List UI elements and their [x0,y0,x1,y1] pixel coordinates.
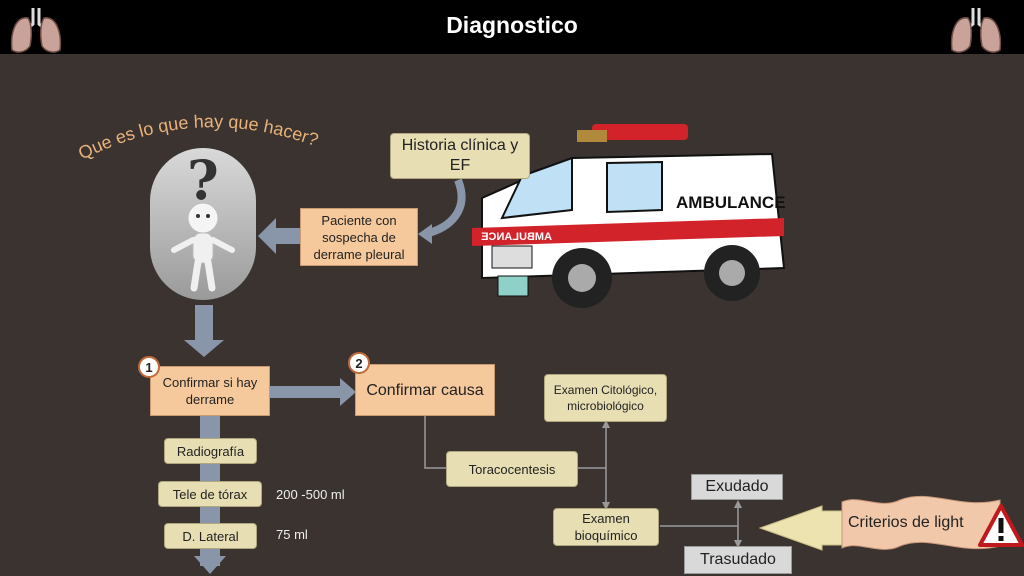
arrow-left [258,218,300,254]
page-title: Diagnostico [446,12,578,38]
ambulance-side-text: AMBULANCE [676,193,786,212]
arrow-head-trasudado [734,540,742,548]
header-bar [0,0,1024,54]
arrow-head [418,224,432,244]
lungs-icon [10,8,62,53]
arrow-down [184,305,224,357]
toracocentesis-box: Toracocentesis [446,451,578,487]
exudado-box: Exudado [691,474,783,500]
question-figure: ? [150,148,256,300]
arrow-head-exudado [734,500,742,508]
ambulance-front-text: AMBULANCE [481,231,552,243]
lungs-icon [950,8,1002,53]
confirmar-derrame-box: Confirmar si hay derrame [150,366,270,416]
examen-citologico-box: Examen Citológico, microbiológico [544,374,667,422]
tele-torax-box: Tele de tórax [158,481,262,507]
confirmar-causa-box: Confirmar causa [355,364,495,416]
arrow-criterios [758,505,843,551]
volume-lateral: 75 ml [276,527,308,542]
step-badge-2: 2 [348,352,370,374]
radiografia-box: Radiografía [164,438,257,464]
figure-shape [171,202,235,292]
lateral-box: D. Lateral [164,523,257,549]
warning-icon [978,504,1024,547]
volume-tele: 200 -500 ml [276,487,345,502]
ambulance-illustration: AMBULANCE AMBULANCE [472,124,786,308]
paciente-box: Paciente con sospecha de derrame pleural [300,208,418,266]
criterios-label: Criterios de light [848,514,964,531]
arrow-right [270,378,356,406]
examen-bioquimico-box: Examen bioquímico [553,508,659,546]
arrow-head-down [194,556,226,574]
trasudado-box: Trasudado [684,546,792,574]
historia-box: Historia clínica y EF [390,133,530,179]
step-badge-1: 1 [138,356,160,378]
arrow-head-up [602,420,610,428]
line-causa-toraco [424,416,446,469]
arrow-head-down-small [602,502,610,510]
question-mark: ? [187,148,219,212]
curved-arrow [423,178,466,238]
